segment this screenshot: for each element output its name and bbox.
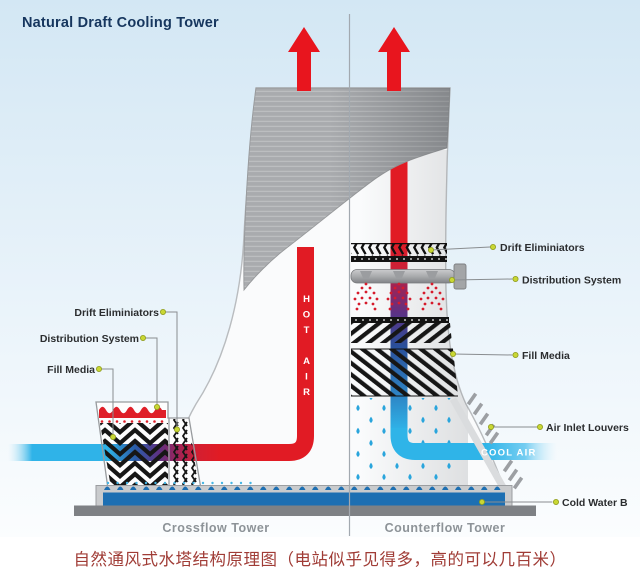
callouts: Drift Eliminiators Distribution System F… — [40, 242, 629, 509]
counterflow-section: COOL AIR — [350, 150, 557, 491]
condensate-drops — [106, 481, 252, 485]
label-left-fill-media: Fill Media — [47, 364, 95, 376]
page-title: Natural Draft Cooling Tower — [22, 15, 219, 31]
label-air-inlet-louvers: Air Inlet Louvers — [546, 422, 629, 434]
cold-water-basin — [74, 481, 536, 516]
hot-air-arrows — [288, 27, 410, 91]
cool-air-label: COOL AIR — [481, 448, 537, 459]
hot-air-label: HOT AIR — [301, 294, 312, 403]
pipe-end-flange — [453, 263, 467, 290]
spray-nozzles — [353, 271, 445, 311]
label-right-drift-eliminators: Drift Eliminiators — [500, 242, 585, 254]
crossflow-drift-eliminators — [170, 419, 199, 488]
leader-lines — [100, 246, 553, 503]
image-caption: 自然通风式水塔结构原理图（电站似乎见得多，高的可以几百米） — [73, 551, 567, 569]
label-left-distribution-system: Distribution System — [40, 333, 139, 345]
label-cold-water-basin: Cold Water B — [562, 497, 628, 509]
label-right-fill-media: Fill Media — [522, 350, 570, 362]
basin-base-slab — [74, 505, 536, 516]
hot-water-droplets — [100, 420, 164, 423]
marker-dots — [96, 243, 560, 505]
air-inlet-louvers — [466, 392, 524, 490]
counterflow-drift-eliminators — [351, 243, 447, 262]
crossflow-tower-name: Crossflow Tower — [162, 521, 269, 535]
counterflow-fill-media — [351, 317, 458, 397]
hot-water-distribution-basin — [99, 406, 166, 418]
counterflow-tower-name: Counterflow Tower — [385, 521, 506, 535]
label-right-distribution-system: Distribution System — [522, 275, 621, 287]
label-left-drift-eliminators: Drift Eliminiators — [74, 307, 159, 319]
cool-air-intake-flow — [390, 419, 557, 460]
tower-wall-edge — [449, 397, 508, 491]
crossflow-cell — [8, 247, 314, 490]
tower-cap — [243, 87, 451, 292]
hot-air-arrow-left — [288, 27, 320, 91]
crossflow-fill-media — [100, 423, 168, 488]
crossflow-air-flow — [8, 247, 314, 461]
hot-air-arrow-right — [378, 27, 410, 91]
